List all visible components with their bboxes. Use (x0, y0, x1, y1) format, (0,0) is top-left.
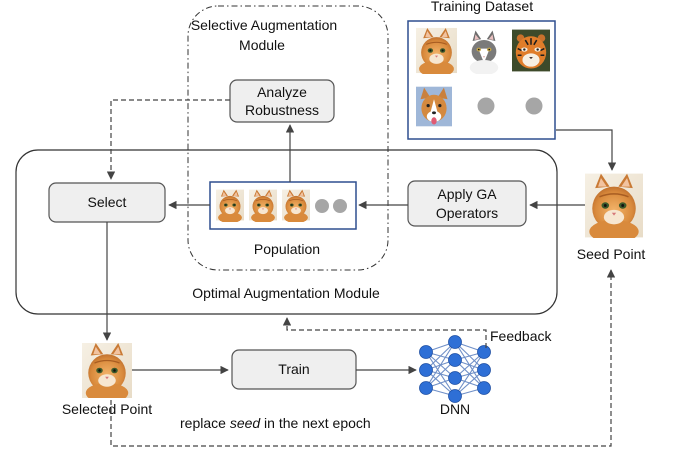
population-cat-image (216, 189, 244, 222)
dnn-node (448, 335, 462, 349)
dataset-to-seed-arrow (556, 129, 617, 171)
dataset-ellipsis-dot (525, 97, 543, 115)
dataset-tiger-image (512, 28, 550, 73)
dnn-node (448, 371, 462, 385)
population-ellipsis-dot (315, 199, 329, 213)
dnn-node (419, 363, 433, 377)
replace-italic-word: seed (230, 415, 262, 431)
analyze-robustness-box (229, 79, 335, 123)
training-dataset-label: Training Dataset (431, 0, 533, 14)
dnn-node (448, 353, 462, 367)
apply-ga-operators-box (407, 180, 527, 227)
dnn-node (419, 381, 433, 395)
selective-augmentation-module-frame (187, 5, 389, 271)
dataset-ellipsis-dot (477, 97, 495, 115)
analyze-label-line1: Analyze (257, 84, 307, 100)
optimal-augmentation-module-frame (15, 149, 558, 315)
dnn-network-icon (419, 335, 491, 403)
feedback-label: Feedback (490, 328, 552, 344)
dnn-label: DNN (440, 401, 470, 417)
dnn-node (477, 381, 491, 395)
dataset-cat-image (416, 27, 457, 74)
dnn-node (448, 389, 462, 403)
feedback-dashed-arrow (282, 317, 487, 348)
seed-point-label: Seed Point (577, 246, 646, 262)
selective-module-label-line2: Module (239, 37, 285, 53)
population-cat-image (249, 189, 277, 222)
population-label: Population (254, 241, 320, 257)
seed-point-image (585, 173, 643, 238)
population-cat-image (282, 189, 310, 222)
selected-point-label: Selected Point (62, 401, 152, 417)
optimal-module-label: Optimal Augmentation Module (192, 285, 380, 301)
apply-ga-label-line1: Apply GA (437, 186, 497, 202)
replace-seed-dashed-arrow (110, 269, 616, 447)
dnn-edge (425, 341, 456, 389)
dnn-edge (454, 351, 485, 397)
selective-module-label-line1: Selective Augmentation (191, 17, 337, 33)
train-label: Train (278, 361, 309, 377)
dataset-grey-cat-image (465, 29, 503, 74)
replace-prefix: replace (180, 415, 230, 431)
selected-point-image (82, 343, 132, 398)
replace-seed-note: replace seed in the next epoch (180, 415, 371, 431)
dnn-node (419, 345, 433, 359)
analyze-label-line2: Robustness (245, 102, 319, 118)
population-ellipsis-dot (333, 199, 347, 213)
analyze-to-select-dashed-arrow (106, 99, 230, 180)
apply-ga-label-line2: Operators (436, 205, 498, 221)
dataset-dog-image (416, 86, 452, 127)
dnn-node (477, 345, 491, 359)
dnn-node (477, 363, 491, 377)
select-label: Select (88, 194, 127, 210)
replace-suffix: in the next epoch (260, 415, 371, 431)
